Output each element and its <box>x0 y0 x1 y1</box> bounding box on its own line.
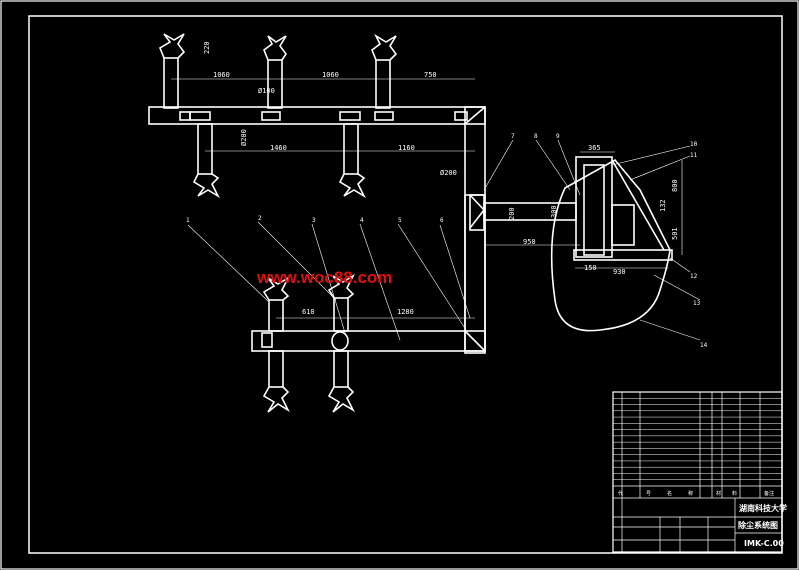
balloon-13: 13 <box>693 300 701 307</box>
dim-inlet-height: 300 <box>550 205 558 218</box>
balloon-12: 12 <box>690 273 698 280</box>
tb-col-material-2: 料 <box>732 490 737 497</box>
dimension-labels: 1060 1060 750 Ø100 1460 1160 Ø200 950 61… <box>203 41 679 316</box>
balloon-6: 6 <box>440 217 444 224</box>
drawing-frame <box>28 15 783 554</box>
dim-collector-offset: 132 <box>659 199 667 212</box>
dim-nozzle-size: 220 <box>203 41 211 54</box>
lower-manifold <box>251 194 486 388</box>
tb-school: 湖南科技大学 <box>739 503 787 513</box>
tb-col-number: 号 <box>646 491 651 497</box>
balloon-14: 14 <box>700 342 708 349</box>
dim-collector-small: 150 <box>584 264 597 272</box>
dim-riser-diameter: Ø200 <box>440 169 457 177</box>
dim-collector-height-3: 800 <box>671 179 679 192</box>
balloon-8: 8 <box>534 133 538 140</box>
upper-manifold <box>148 57 486 354</box>
title-block-text: 代 号 名 称 材 料 备注 湖南科技大学 除尘系统图 IMK-C.00 <box>618 490 787 548</box>
upper-hoods <box>159 33 398 199</box>
tb-drawing-name: 除尘系统图 <box>738 520 778 530</box>
dim-branch-length: 950 <box>523 238 536 246</box>
dim-collector-height-2: 501 <box>671 227 679 240</box>
balloon-9: 9 <box>556 133 560 140</box>
balloon-7: 7 <box>511 133 515 140</box>
tb-col-code: 代 <box>618 490 623 497</box>
dim-lower-span-2: 1160 <box>398 144 415 152</box>
balloon-1: 1 <box>186 217 190 224</box>
dim-upper-span-3: 750 <box>424 71 437 79</box>
dim-vertical-diameter: Ø200 <box>240 129 248 146</box>
balloon-5: 5 <box>398 217 402 224</box>
dim-collector-width: 365 <box>588 144 601 152</box>
balloon-10: 10 <box>690 141 698 148</box>
balloon-11: 11 <box>690 152 698 159</box>
balloon-4: 4 <box>360 217 364 224</box>
part-balloons: 1 2 3 4 5 6 7 8 9 10 11 12 13 14 <box>186 133 708 349</box>
parts-list-rows <box>613 398 782 480</box>
dim-upper-span-1: 1060 <box>213 71 230 79</box>
tb-col-name-1: 名 <box>667 490 672 497</box>
leader-lines <box>187 139 701 341</box>
dimension-lines <box>171 78 683 319</box>
dim-upper-span-2: 1060 <box>322 71 339 79</box>
dust-collector <box>550 156 673 332</box>
tb-col-material-1: 材 <box>716 490 721 497</box>
title-block <box>612 391 783 553</box>
dim-lower-span-1: 1460 <box>270 144 287 152</box>
tb-col-notes: 备注 <box>764 490 774 497</box>
dim-lower-span-1280: 1280 <box>397 308 414 316</box>
watermark-text: www.woc88.com <box>256 268 392 287</box>
dim-upper-diameter: Ø100 <box>258 87 275 95</box>
lower-hoods <box>262 273 355 413</box>
balloon-3: 3 <box>312 217 316 224</box>
balloon-2: 2 <box>258 215 262 222</box>
dim-lower-span-610: 610 <box>302 308 315 316</box>
tb-drawing-number: IMK-C.00 <box>744 539 784 548</box>
dim-branch-height: 200 <box>508 207 516 220</box>
dim-collector-width-2: 930 <box>613 268 626 276</box>
tb-col-name-2: 称 <box>688 490 693 497</box>
